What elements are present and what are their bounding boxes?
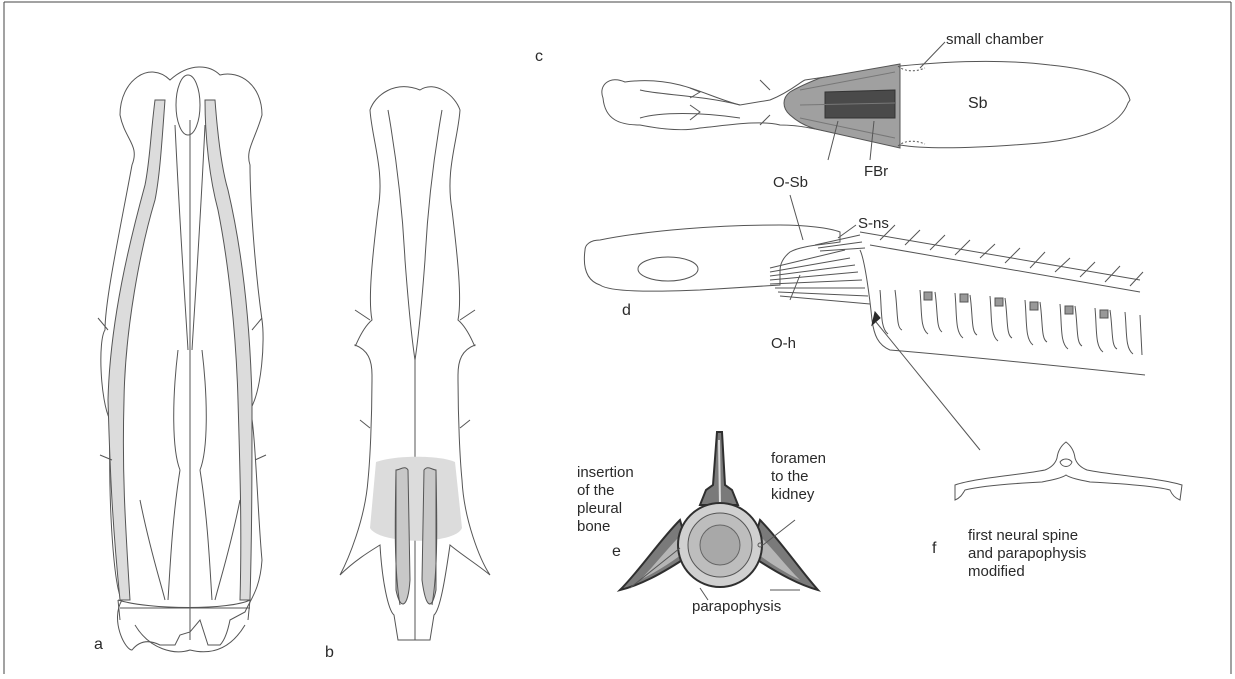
first-line-3: modified [968,563,1086,581]
insertion-line-3: pleural [577,500,634,518]
s-ns-label: S-ns [858,215,889,233]
first-neural-spine-label: first neural spine and parapophysis modi… [968,527,1086,581]
foramen-line-2: to the [771,468,826,486]
o-h-label: O-h [771,335,796,353]
panel-f-label: f [932,540,936,558]
fbr-label: FBr [864,163,888,181]
insertion-line-2: of the [577,482,634,500]
insertion-line-4: bone [577,518,634,536]
o-sb-label: O-Sb [773,174,808,192]
panel-b-label: b [325,644,334,662]
panel-d-drawing [584,195,1145,450]
panel-a-drawing [98,67,266,652]
panel-c-drawing [602,42,1130,160]
panel-c-label: c [535,48,543,66]
panel-d-label: d [622,302,631,320]
insertion-label: insertion of the pleural bone [577,464,634,536]
small-chamber-label: small chamber [946,31,1044,49]
panel-b-drawing [340,87,490,640]
panel-e-label: e [612,543,621,561]
foramen-line-3: kidney [771,486,826,504]
foramen-line-1: foramen [771,450,826,468]
sb-label: Sb [968,95,988,113]
foramen-label: foramen to the kidney [771,450,826,504]
panel-a-label: a [94,636,103,654]
panel-f-drawing [955,442,1182,500]
first-line-2: and parapophysis [968,545,1086,563]
first-line-1: first neural spine [968,527,1086,545]
insertion-line-1: insertion [577,464,634,482]
parapophysis-label: parapophysis [692,598,781,616]
